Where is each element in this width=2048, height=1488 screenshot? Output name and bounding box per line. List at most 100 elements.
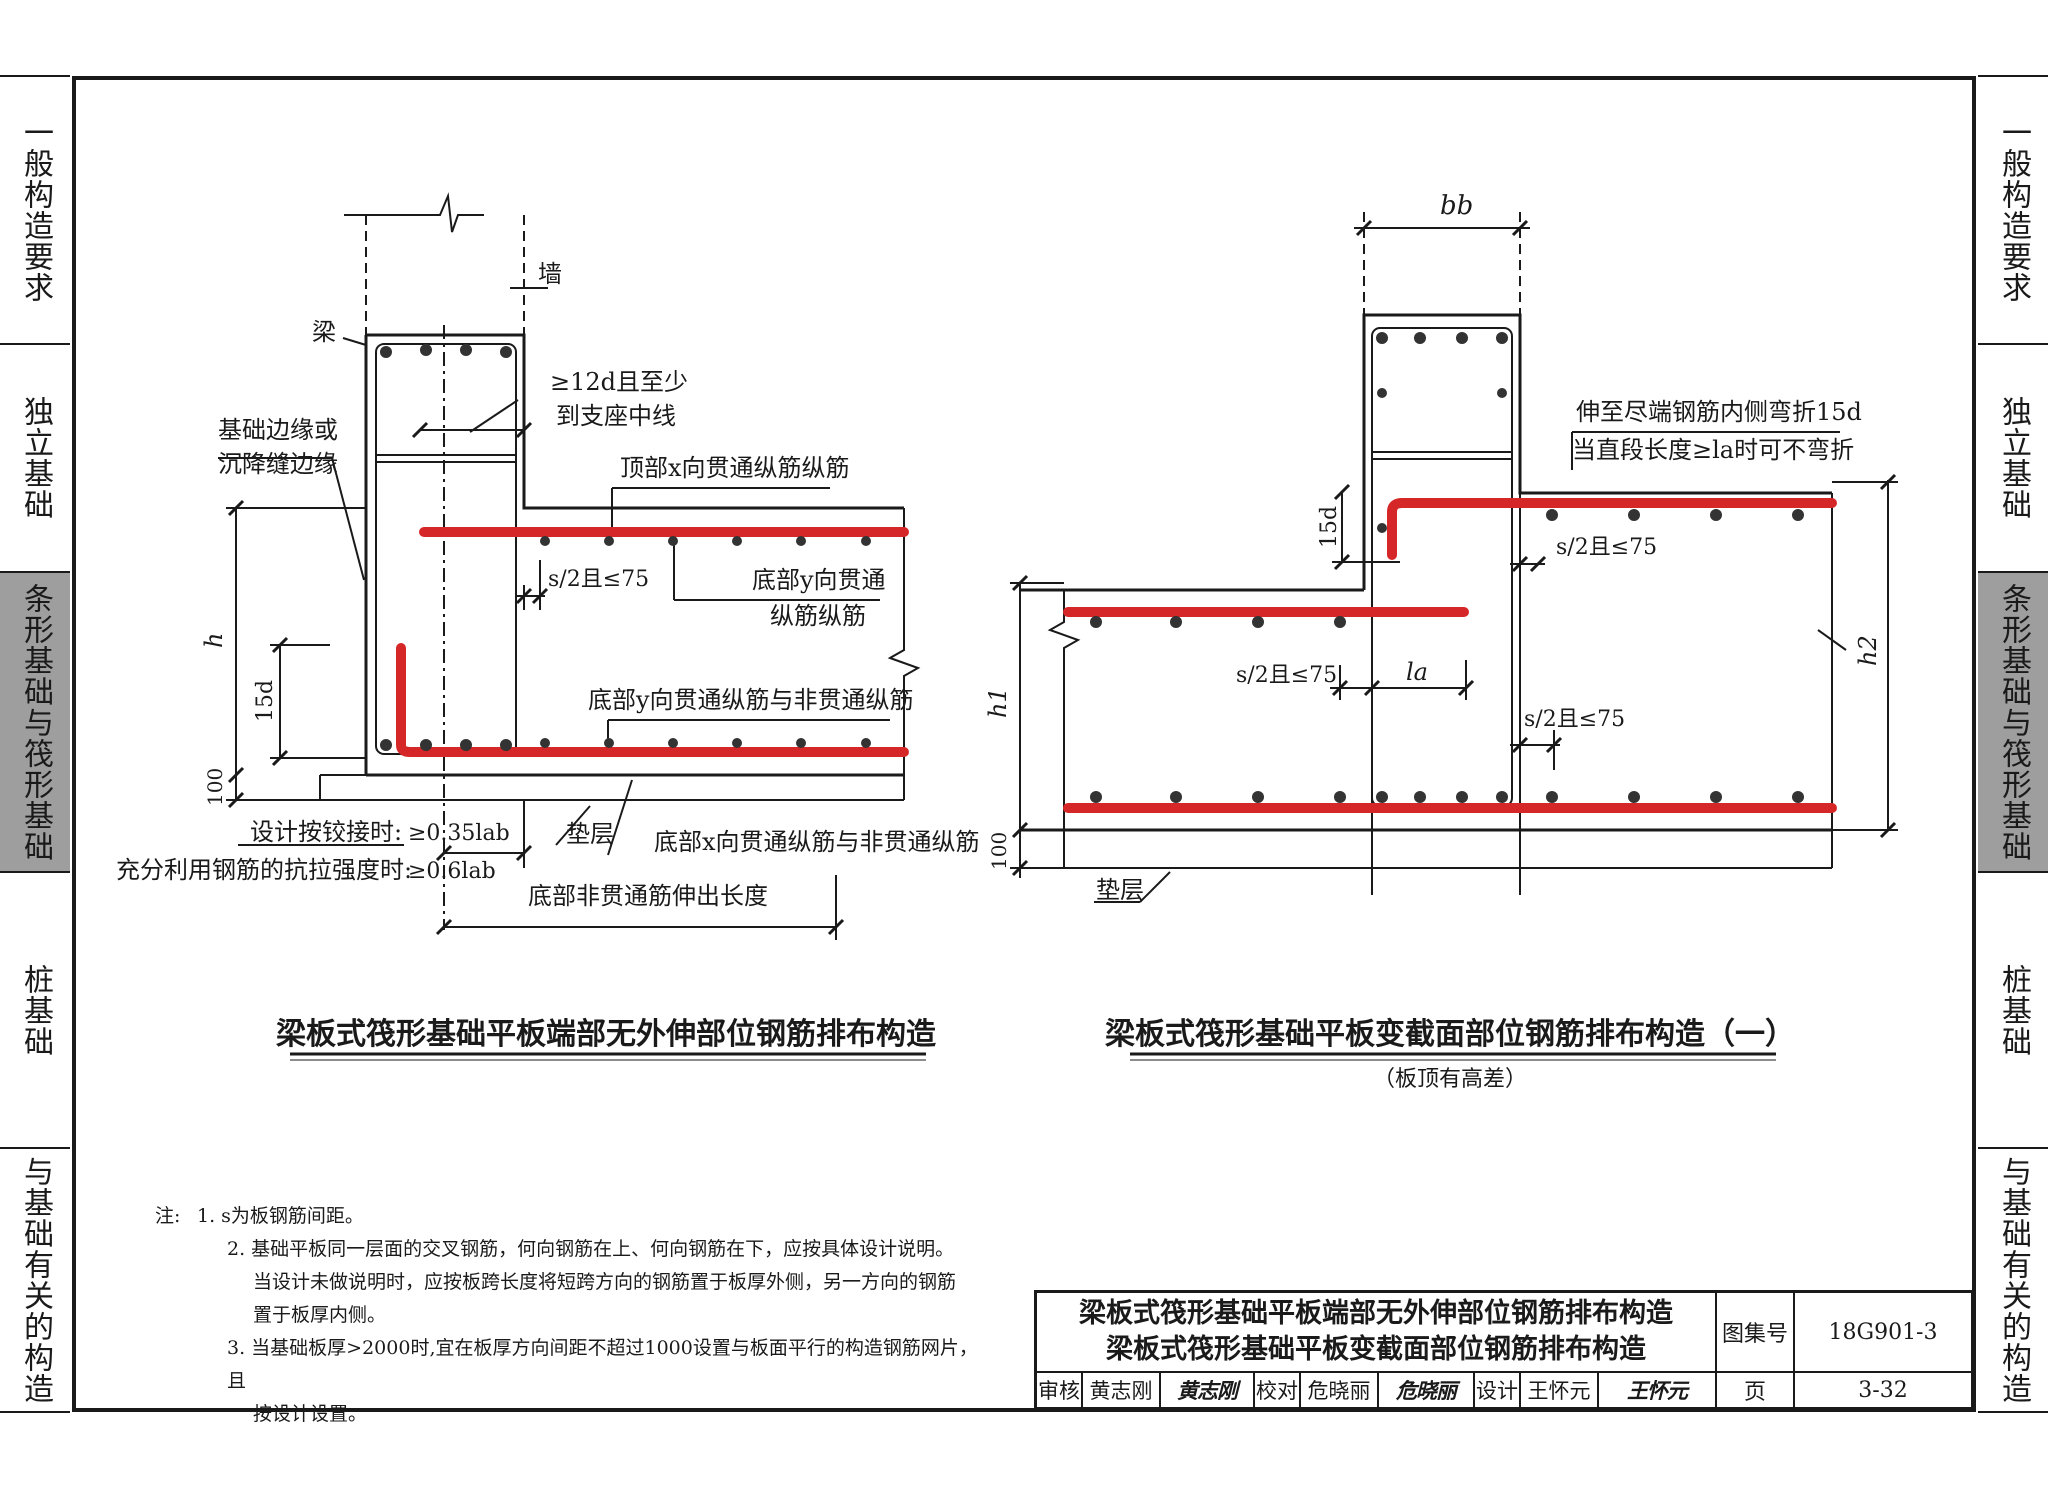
label-edge-1: 基础边缘或 [218,416,338,444]
page-label: 页 [1717,1373,1795,1407]
label-bedding-right: 垫层 [1096,876,1144,904]
leader-bottom-x [607,779,633,856]
design-label: 设计 [1475,1373,1521,1407]
top-high-rebar [1387,498,1837,560]
designer-signature: 王怀元 [1627,1378,1688,1403]
side-tab-isolated-left[interactable]: 独立基础 [0,344,70,572]
label-la: la [1406,658,1428,686]
label-anchor-2: 到支座中线 [556,402,676,430]
side-tab-strip-raft-right[interactable]: 条形基础与筏形基础 [1978,572,2048,872]
label-h1: h1 [984,687,1012,718]
title-block-titles: 梁板式筏形基础平板端部无外伸部位钢筋排布构造 梁板式筏形基础平板变截面部位钢筋排… [1037,1293,1717,1373]
note-2-cont-2: 置于板厚内侧。 [253,1304,387,1326]
leader-edge [331,457,365,581]
label-spacing-left: s/2且≤75 [548,567,649,592]
side-tab-general-right[interactable]: 一般构造要求 [1978,76,2048,344]
title-line-1: 梁板式筏形基础平板端部无外伸部位钢筋排布构造 [1079,1298,1673,1329]
label-full: 充分利用钢筋的抗拉强度时: [116,856,412,884]
page-number: 3-32 [1858,1377,1908,1403]
break-right [1817,629,1847,651]
beam-stirrup-right [1371,327,1513,807]
label-spacing-lower: s/2且≤75 [1524,707,1625,732]
leader-bedding-right [1139,871,1171,903]
label-bb: bb [1440,191,1473,221]
side-tab-strip-raft-left[interactable]: 条形基础与筏形基础 [0,572,70,872]
drawing-frame [72,76,1976,1412]
side-tab-related-right[interactable]: 与基础有关的构造 [1978,1148,2048,1412]
side-tab-isolated-right[interactable]: 独立基础 [1978,344,2048,572]
caption-left: 梁板式筏形基础平板端部无外伸部位钢筋排布构造 [276,1017,936,1052]
value-pinned: ≥0.35lab [408,821,510,846]
side-tab-pile-left[interactable]: 桩基础 [0,872,70,1148]
side-tab-label: 一般构造要求 [1996,117,2031,303]
label-cover-left: 100 [203,768,227,806]
label-top-x: 顶部x向贯通纵筋纵筋 [620,454,850,482]
rebar-dots-left [380,344,871,751]
note-1: 1. s为板钢筋间距。 [197,1205,364,1227]
value-full: ≥0.6lab [408,859,496,884]
rebar-dots-right [1090,332,1804,803]
label-bottom-x-all: 底部x向贯通纵筋与非贯通纵筋 [654,828,980,856]
note-2: 2. 基础平板同一层面的交叉钢筋，何向钢筋在上、何向钢筋在下，应按具体设计说明。 [227,1238,955,1260]
side-tab-label: 与基础有关的构造 [1996,1156,2031,1404]
break-line-top [344,192,484,233]
label-bottom-y-all: 底部y向贯通纵筋与非贯通纵筋 [588,686,914,714]
label-h2: h2 [1854,635,1882,666]
label-bottom-y-2: 纵筋纵筋 [770,602,866,630]
bottom-x-rebar-bent [396,643,909,757]
note-3: 3. 当基础板厚>2000时,宜在板厚方向间距不超过1000设置与板面平行的构造… [227,1337,978,1392]
label-bend-2: 当直段长度≥la时可不弯折 [1572,436,1854,464]
reviewer-name: 黄志刚 [1083,1373,1161,1407]
label-bottom-y-1: 底部y向贯通 [752,566,886,594]
label-h-left: h [200,633,228,648]
side-tab-general-left[interactable]: 一般构造要求 [0,76,70,344]
side-tab-label: 独立基础 [1996,396,2031,520]
subcaption-right: （板顶有高差） [1373,1067,1527,1092]
side-tab-label: 桩基础 [1996,963,2031,1057]
signature-row: 审核 黄志刚 黄志刚 校对 危晓丽 危晓丽 设计 王怀元 王怀元 [1037,1373,1717,1407]
notes: 注: 1. s为板钢筋间距。 2. 基础平板同一层面的交叉钢筋，何向钢筋在上、何向… [155,1200,995,1431]
notes-label: 注: [155,1205,181,1227]
atlas-label: 图集号 [1717,1293,1795,1373]
title-line-2: 梁板式筏形基础平板变截面部位钢筋排布构造 [1106,1334,1646,1365]
leader-beam [342,337,367,346]
note-2-cont: 当设计未做说明时，应按板跨长度将短跨方向的钢筋置于板厚外侧，另一方向的钢筋 [253,1271,957,1293]
side-tab-label: 独立基础 [18,396,53,520]
side-tab-label: 一般构造要求 [18,117,53,303]
check-label: 校对 [1255,1373,1301,1407]
designer-name: 王怀元 [1521,1373,1599,1407]
checker-signature: 危晓丽 [1379,1373,1475,1407]
label-edge-2: 沉降缝边缘 [218,450,338,478]
label-extension: 底部非贯通筋伸出长度 [528,882,768,910]
title-block: 梁板式筏形基础平板端部无外伸部位钢筋排布构造 梁板式筏形基础平板变截面部位钢筋排… [1034,1290,1974,1410]
side-tab-label: 条形基础与筏形基础 [1996,582,2031,862]
reviewer-signature: 黄志刚 [1161,1373,1255,1407]
caption-right: 梁板式筏形基础平板变截面部位钢筋排布构造（一） [1105,1017,1795,1052]
label-15d-left: 15d [253,680,278,722]
break-line-right [887,508,921,800]
label-spacing-mid: s/2且≤75 [1236,663,1337,688]
label-15d-right: 15d [1317,506,1342,548]
label-pinned: 设计按铰接时: [250,818,402,846]
break-left-right-diagram [1047,590,1081,830]
label-bend-1: 伸至尽端钢筋内侧弯折15d [1576,398,1862,426]
label-beam: 梁 [312,318,336,346]
side-tab-label: 桩基础 [18,963,53,1057]
side-tab-pile-right[interactable]: 桩基础 [1978,872,2048,1148]
side-tab-related-left[interactable]: 与基础有关的构造 [0,1148,70,1412]
checker-name: 危晓丽 [1301,1373,1379,1407]
leader-bedding [555,805,591,846]
side-tab-label: 与基础有关的构造 [18,1156,53,1404]
review-label: 审核 [1037,1373,1083,1407]
atlas-number: 18G901-3 [1795,1293,1971,1373]
label-anchor-1: ≥12d且至少 [550,368,688,396]
leader-anchor [469,399,519,433]
note-3-cont: 按设计设置。 [253,1403,368,1425]
side-tab-label: 条形基础与筏形基础 [18,582,53,862]
label-cover-right: 100 [987,832,1011,870]
label-bedding-left: 垫层 [566,820,614,848]
label-spacing-upper: s/2且≤75 [1556,535,1657,560]
label-wall: 墙 [538,260,562,288]
